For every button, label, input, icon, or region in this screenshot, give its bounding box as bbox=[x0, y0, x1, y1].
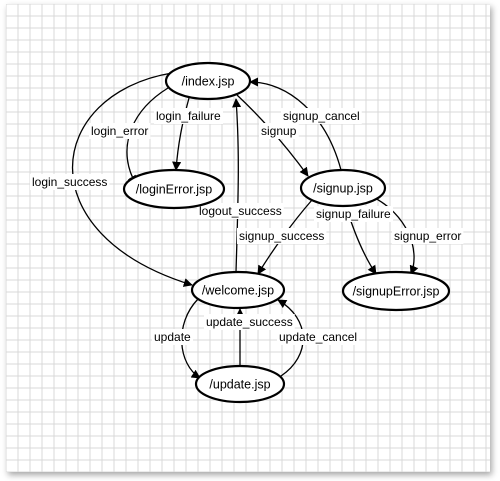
state-diagram: login_errorlogin_failurelogin_successsig… bbox=[6, 4, 490, 472]
node-label-welcome: /welcome.jsp bbox=[202, 284, 274, 298]
edge-label-background bbox=[259, 123, 299, 139]
node-signup: /signup.jsp bbox=[299, 168, 387, 208]
edge-label-background bbox=[314, 206, 394, 222]
node-loginError: /loginError.jsp bbox=[122, 168, 226, 210]
node-index: /index.jsp bbox=[164, 61, 252, 101]
edge-label-signup: signup bbox=[261, 124, 297, 138]
edge-label-background bbox=[152, 329, 194, 345]
edge-label-signup-cancel: signup_cancel bbox=[283, 109, 360, 123]
edge-label-background bbox=[392, 228, 464, 244]
node-shape-signup bbox=[299, 168, 387, 208]
edge-label-background bbox=[30, 174, 110, 190]
edge-label-background bbox=[204, 314, 295, 330]
node-welcome: /welcome.jsp bbox=[190, 270, 286, 310]
edge-label-login-success: login_success bbox=[32, 175, 107, 189]
node-label-update: /update.jsp bbox=[209, 378, 270, 392]
edge-label-login-error: login_error bbox=[91, 124, 148, 138]
edge-index-to-loginError bbox=[172, 97, 190, 171]
node-signupError: /signupError.jsp bbox=[341, 270, 451, 312]
edge-signup-to-index bbox=[249, 77, 342, 171]
node-update: /update.jsp bbox=[194, 364, 286, 404]
edge-label-background bbox=[237, 228, 327, 244]
edge-label-background bbox=[89, 123, 151, 139]
edge-label-background bbox=[197, 203, 284, 219]
node-shape-update bbox=[194, 364, 286, 404]
edge-label-signup-success: signup_success bbox=[239, 229, 324, 243]
node-shape-signupError bbox=[341, 270, 451, 312]
edge-label-background bbox=[154, 108, 224, 124]
edge-label-signup-error: signup_error bbox=[394, 229, 461, 243]
edge-label-signup-failure: signup_failure bbox=[316, 207, 391, 221]
node-label-signup: /signup.jsp bbox=[313, 182, 373, 196]
edge-index-to-welcome bbox=[71, 72, 193, 287]
edges-layer bbox=[71, 72, 419, 379]
edge-label-update: update bbox=[154, 330, 191, 344]
edge-label-background bbox=[281, 108, 362, 124]
node-label-index: /index.jsp bbox=[182, 75, 235, 89]
edge-label-login-failure: login_failure bbox=[156, 109, 221, 123]
edge-welcome-to-index bbox=[232, 98, 242, 273]
edge-label-update-success: update_success bbox=[206, 315, 293, 329]
node-label-signupError: /signupError.jsp bbox=[353, 285, 440, 299]
node-shape-loginError bbox=[122, 168, 226, 210]
node-label-loginError: /loginError.jsp bbox=[136, 183, 212, 197]
node-shape-index bbox=[164, 61, 252, 101]
edge-label-logout-success: logout_success bbox=[199, 204, 282, 218]
edge-labels-layer: login_errorlogin_failurelogin_successsig… bbox=[30, 108, 464, 345]
background-grid bbox=[6, 4, 490, 472]
node-shape-welcome bbox=[190, 270, 286, 310]
edge-label-background bbox=[277, 329, 360, 345]
edge-label-update-cancel: update_cancel bbox=[279, 330, 357, 344]
nodes-layer: /index.jsp/loginError.jsp/signup.jsp/wel… bbox=[122, 61, 451, 404]
